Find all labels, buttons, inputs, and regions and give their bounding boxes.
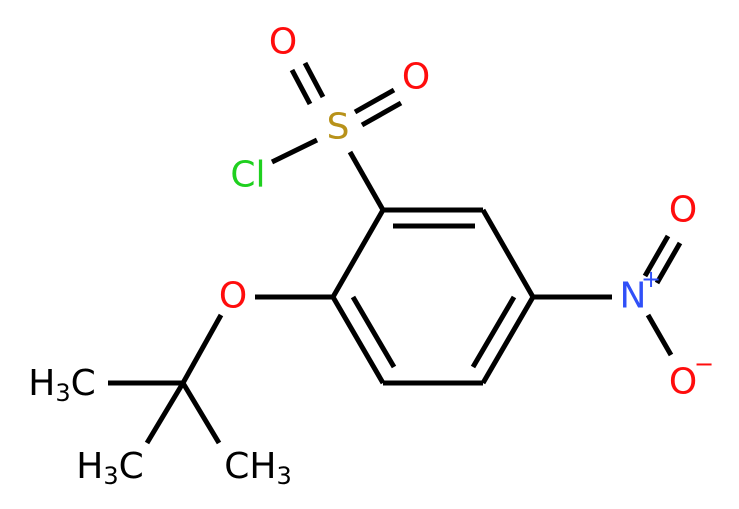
charge-plus: + bbox=[641, 265, 661, 293]
c: C bbox=[119, 446, 144, 487]
atom-o: O bbox=[669, 362, 697, 403]
atom-o: O bbox=[669, 190, 697, 231]
o-c-bond bbox=[180, 313, 224, 385]
atom-n: N bbox=[620, 276, 647, 317]
c-ch3-bond bbox=[180, 381, 222, 445]
s-o-double-bond bbox=[289, 68, 313, 106]
ring-bond bbox=[330, 295, 386, 385]
sub: 3 bbox=[276, 462, 291, 490]
charge-minus: − bbox=[694, 350, 714, 378]
atom-s: S bbox=[327, 107, 350, 148]
n-o-double-bond bbox=[642, 234, 671, 278]
methyl-label: H3C bbox=[76, 446, 144, 491]
atom-o: O bbox=[269, 22, 297, 63]
s-o-double-bond bbox=[353, 87, 396, 115]
atom-o: O bbox=[219, 276, 247, 317]
s-cl-bond bbox=[270, 137, 319, 165]
ring-bond bbox=[330, 208, 386, 299]
h: H bbox=[28, 363, 55, 404]
ring-inner-double-bond bbox=[350, 295, 397, 369]
n-o-single-bond bbox=[645, 313, 674, 357]
c-s-bond bbox=[347, 150, 386, 212]
c: C bbox=[71, 363, 96, 404]
c-ch3-bond bbox=[144, 381, 186, 445]
methyl-label: H3C bbox=[28, 363, 96, 408]
methyl-label: CH3 bbox=[224, 446, 292, 491]
s-o-double-bond bbox=[360, 100, 403, 128]
ring-inner-double-bond bbox=[470, 295, 517, 369]
sub: 3 bbox=[103, 462, 118, 490]
n-o-double-bond bbox=[654, 241, 683, 285]
bonds bbox=[108, 61, 683, 445]
atom-cl: Cl bbox=[230, 155, 265, 196]
sub: 3 bbox=[55, 379, 70, 407]
s-o-double-bond bbox=[302, 61, 326, 99]
ring-bond bbox=[480, 208, 536, 299]
ring-bond bbox=[480, 295, 536, 385]
atom-labels: O O S Cl O N + O O − H3C H3C CH3 bbox=[28, 22, 714, 491]
h: H bbox=[76, 446, 103, 487]
atom-o: O bbox=[402, 57, 430, 98]
ch: CH bbox=[224, 446, 276, 487]
